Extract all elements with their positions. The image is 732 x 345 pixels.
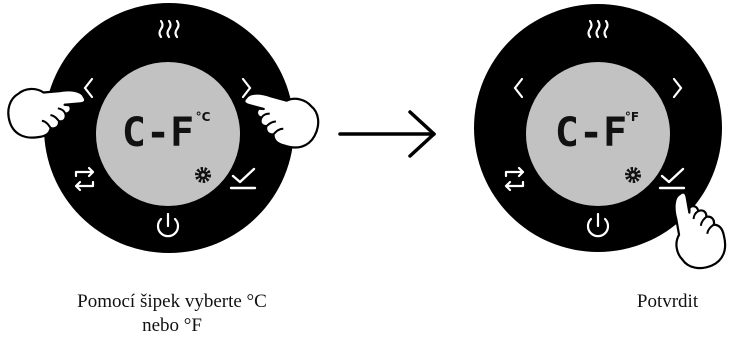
caption-select-unit: Pomocí šipek vyberte °C nebo °F [0, 290, 344, 338]
caption-line-1: Pomocí šipek vyberte °C [77, 291, 267, 312]
lcd-value: C-F [122, 110, 194, 156]
power-icon[interactable] [156, 212, 180, 238]
chevron-right-icon[interactable] [241, 77, 252, 99]
heat-icon[interactable] [587, 19, 609, 39]
right-arrow-icon [338, 110, 436, 158]
chevron-left-icon[interactable] [513, 77, 524, 99]
left-dial: C-F °C [5, 3, 325, 253]
unit-indicator: °C [196, 110, 211, 124]
heat-icon[interactable] [158, 19, 180, 39]
caption-line-2: nebo °F [142, 315, 202, 336]
lcd-display [96, 62, 240, 206]
chevron-right-icon[interactable] [672, 77, 683, 99]
power-icon[interactable] [586, 212, 610, 238]
unit-indicator: °F [625, 110, 639, 124]
chevron-left-icon[interactable] [83, 77, 94, 99]
swap-icon[interactable] [504, 166, 525, 192]
lcd-value: C-F [555, 110, 627, 156]
gear-icon [625, 167, 641, 183]
check-icon[interactable] [229, 167, 257, 190]
check-icon[interactable] [658, 167, 686, 190]
caption-confirm: Potvrdit [636, 291, 699, 312]
right-dial: C-F °F [474, 4, 731, 273]
lcd-display [526, 62, 670, 206]
gear-icon [195, 167, 211, 183]
swap-icon[interactable] [74, 166, 95, 192]
